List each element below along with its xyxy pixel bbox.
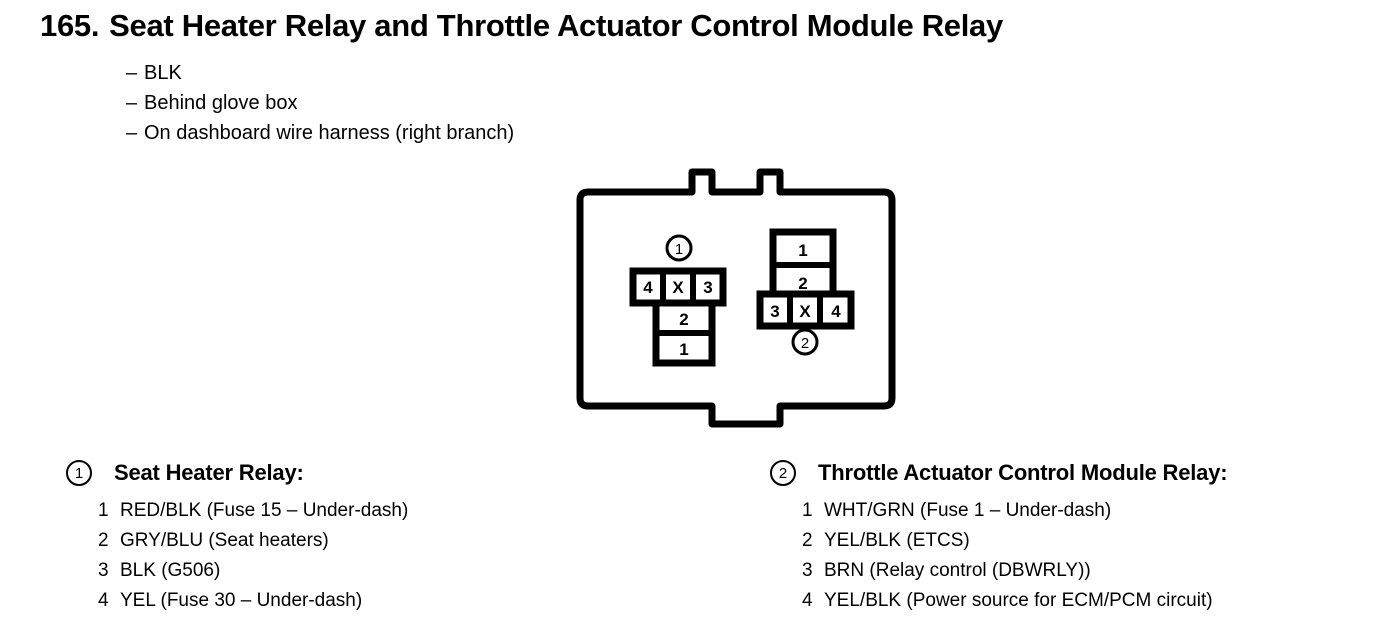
- dash-icon: –: [126, 62, 138, 84]
- pin-description: BRN (Relay control (DBWRLY)): [824, 560, 1091, 581]
- pin-number: 1: [98, 500, 109, 521]
- pin-number: 4: [98, 590, 109, 611]
- connector-1-top-row: 4 X 3: [629, 267, 727, 307]
- location-bullet-list: – BLK – Behind glove box – On dashboard …: [126, 58, 514, 148]
- connector-1-stack: 2 1: [652, 299, 716, 367]
- connector-1-pin-3: 3: [703, 278, 712, 297]
- connector-2-bottom-row: 3 X 4: [756, 290, 855, 330]
- legend-right-header: 2 Throttle Actuator Control Module Relay…: [770, 458, 1228, 488]
- connector-1-pin-4: 4: [643, 278, 653, 297]
- pin-description: WHT/GRN (Fuse 1 – Under-dash): [824, 500, 1112, 521]
- page-title-text: Seat Heater Relay and Throttle Actuator …: [109, 8, 1003, 43]
- legend-seat-heater-relay: 1 Seat Heater Relay: 1 RED/BLK (Fuse 15 …: [66, 458, 408, 616]
- pin-number: 2: [98, 530, 109, 551]
- page-title: 165. Seat Heater Relay and Throttle Actua…: [40, 8, 1003, 44]
- list-item: 1 RED/BLK (Fuse 15 – Under-dash): [98, 496, 408, 526]
- pin-number: 1: [802, 500, 813, 521]
- connector-2-stack: 1 2: [769, 228, 837, 302]
- pin-description: GRY/BLU (Seat heaters): [120, 530, 329, 551]
- pin-description: RED/BLK (Fuse 15 – Under-dash): [120, 500, 409, 521]
- pin-description: YEL/BLK (Power source for ECM/PCM circui…: [824, 590, 1213, 611]
- list-item: – BLK: [126, 58, 514, 88]
- legend-left-marker: 1: [66, 460, 92, 486]
- connector-2: 1 2 3 X 4 2: [756, 228, 855, 356]
- legend-left-rows: 1 RED/BLK (Fuse 15 – Under-dash) 2 GRY/B…: [98, 496, 408, 616]
- list-item-label: Behind glove box: [144, 92, 298, 114]
- relay-box-diagram: 1 4 X 3 2 1: [560, 160, 910, 435]
- connector-2-pin-4: 4: [831, 302, 841, 321]
- connector-1-pin-2: 2: [679, 310, 688, 329]
- pin-number: 4: [802, 590, 813, 611]
- connector-1: 1 4 X 3 2 1: [629, 234, 727, 367]
- legend-left-header: 1 Seat Heater Relay:: [66, 458, 408, 488]
- dash-icon: –: [126, 122, 138, 144]
- connector-1-marker: 1: [665, 234, 693, 262]
- list-item: 3 BRN (Relay control (DBWRLY)): [802, 556, 1227, 586]
- legend-right-rows: 1 WHT/GRN (Fuse 1 – Under-dash) 2 YEL/BL…: [802, 496, 1227, 616]
- pin-number: 3: [802, 560, 813, 581]
- list-item: 1 WHT/GRN (Fuse 1 – Under-dash): [802, 496, 1227, 526]
- relay-housing-outline: [576, 168, 896, 428]
- list-item-label: On dashboard wire harness (right branch): [144, 122, 515, 144]
- list-item: – Behind glove box: [126, 88, 514, 118]
- connector-2-pin-3: 3: [770, 302, 779, 321]
- connector-1-pin-x: X: [672, 278, 684, 297]
- legend-right-marker: 2: [770, 460, 796, 486]
- connector-2-pin-2: 2: [798, 274, 807, 293]
- list-item: 3 BLK (G506): [98, 556, 408, 586]
- connector-2-marker: 2: [791, 328, 819, 356]
- connector-2-pin-x: X: [799, 302, 811, 321]
- list-item-label: BLK: [144, 62, 182, 84]
- list-item: 2 YEL/BLK (ETCS): [802, 526, 1227, 556]
- connector-2-pin-1: 1: [798, 241, 807, 260]
- connector-2-marker-label: 2: [801, 335, 809, 352]
- pin-number: 3: [98, 560, 109, 581]
- pin-description: BLK (G506): [120, 560, 221, 581]
- list-item: 4 YEL/BLK (Power source for ECM/PCM circ…: [802, 586, 1227, 616]
- page-title-number: 165.: [40, 8, 100, 43]
- connector-1-marker-label: 1: [675, 241, 683, 258]
- list-item: 4 YEL (Fuse 30 – Under-dash): [98, 586, 408, 616]
- legend-right-title: Throttle Actuator Control Module Relay:: [818, 460, 1228, 485]
- list-item: – On dashboard wire harness (right branc…: [126, 118, 514, 148]
- pin-description: YEL/BLK (ETCS): [824, 530, 970, 551]
- connector-1-pin-1: 1: [679, 340, 688, 359]
- pin-number: 2: [802, 530, 813, 551]
- list-item: 2 GRY/BLU (Seat heaters): [98, 526, 408, 556]
- legend-throttle-actuator-control-module-relay: 2 Throttle Actuator Control Module Relay…: [770, 458, 1228, 616]
- dash-icon: –: [126, 92, 138, 114]
- legend-left-title: Seat Heater Relay:: [114, 460, 304, 485]
- pin-description: YEL (Fuse 30 – Under-dash): [120, 590, 363, 611]
